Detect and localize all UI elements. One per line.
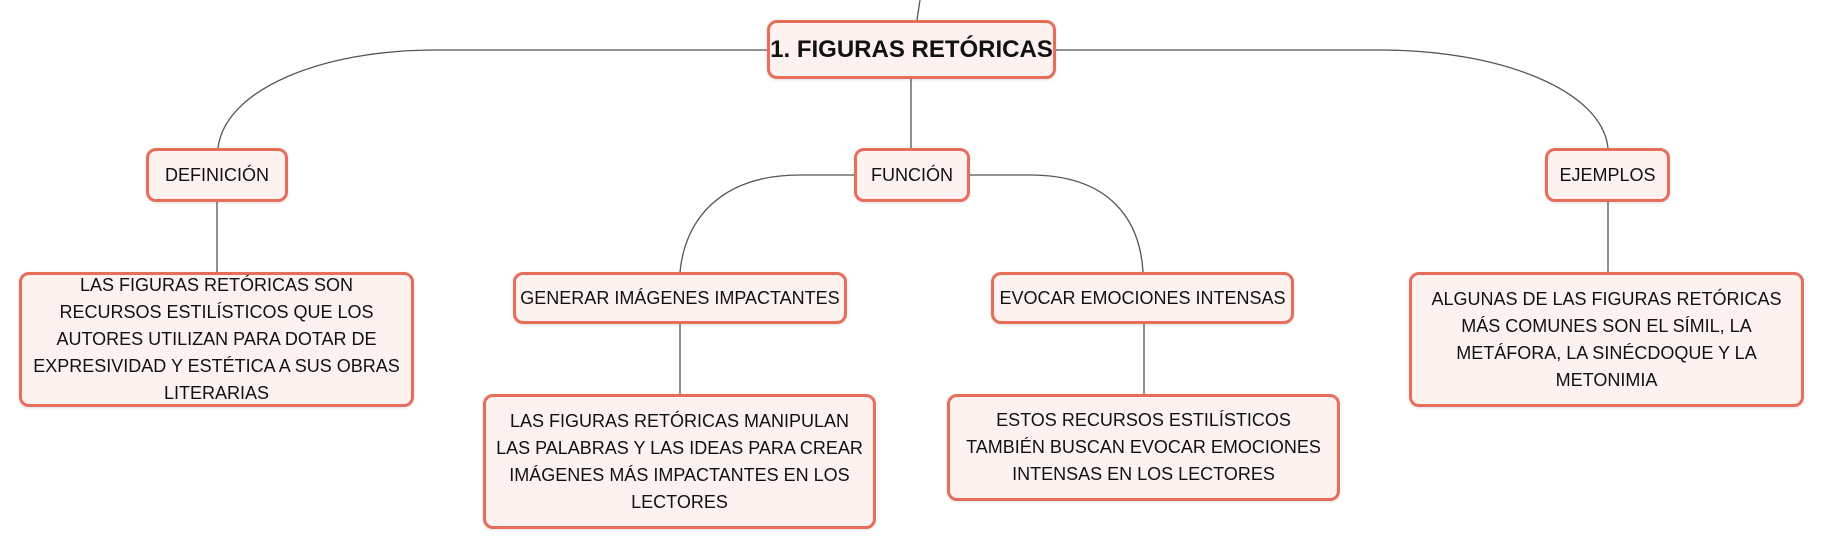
evocar-detail-node[interactable]: ESTOS RECURSOS ESTILÍSTICOS TAMBIÉN BUSC…	[947, 394, 1340, 501]
evocar-node[interactable]: EVOCAR EMOCIONES INTENSAS	[991, 272, 1294, 324]
ejemplos-detail-text: ALGUNAS DE LAS FIGURAS RETÓRICAS MÁS COM…	[1431, 288, 1782, 390]
evocar-detail-text: ESTOS RECURSOS ESTILÍSTICOS TAMBIÉN BUSC…	[966, 410, 1321, 484]
generar-detail-text: LAS FIGURAS RETÓRICAS MANIPULAN LAS PALA…	[496, 410, 863, 512]
connector-funcion-generar	[679, 174, 854, 273]
connector-incoming	[916, 0, 921, 21]
ejemplos-node[interactable]: EJEMPLOS	[1545, 148, 1670, 202]
ejemplos-label: EJEMPLOS	[1559, 164, 1656, 185]
generar-node[interactable]: GENERAR IMÁGENES IMPACTANTES	[513, 272, 847, 324]
definicion-node[interactable]: DEFINICIÓN	[146, 148, 288, 202]
generar-detail-node[interactable]: LAS FIGURAS RETÓRICAS MANIPULAN LAS PALA…	[483, 394, 876, 529]
definicion-detail-text: LAS FIGURAS RETÓRICAS SON RECURSOS ESTIL…	[33, 275, 400, 403]
connector-funcion-evocar	[968, 174, 1144, 273]
definicion-label: DEFINICIÓN	[164, 164, 269, 185]
funcion-node[interactable]: FUNCIÓN	[854, 148, 970, 202]
root-node[interactable]: 1. FIGURAS RETÓRICAS	[767, 20, 1056, 79]
generar-label: GENERAR IMÁGENES IMPACTANTES	[520, 287, 840, 308]
definicion-detail-node[interactable]: LAS FIGURAS RETÓRICAS SON RECURSOS ESTIL…	[19, 272, 414, 407]
connector-root-definicion	[217, 49, 767, 149]
connector-root-ejemplos	[1056, 49, 1609, 149]
funcion-label: FUNCIÓN	[871, 164, 953, 185]
evocar-label: EVOCAR EMOCIONES INTENSAS	[999, 287, 1286, 308]
root-title: 1. FIGURAS RETÓRICAS	[770, 36, 1053, 63]
ejemplos-detail-node[interactable]: ALGUNAS DE LAS FIGURAS RETÓRICAS MÁS COM…	[1409, 272, 1804, 407]
